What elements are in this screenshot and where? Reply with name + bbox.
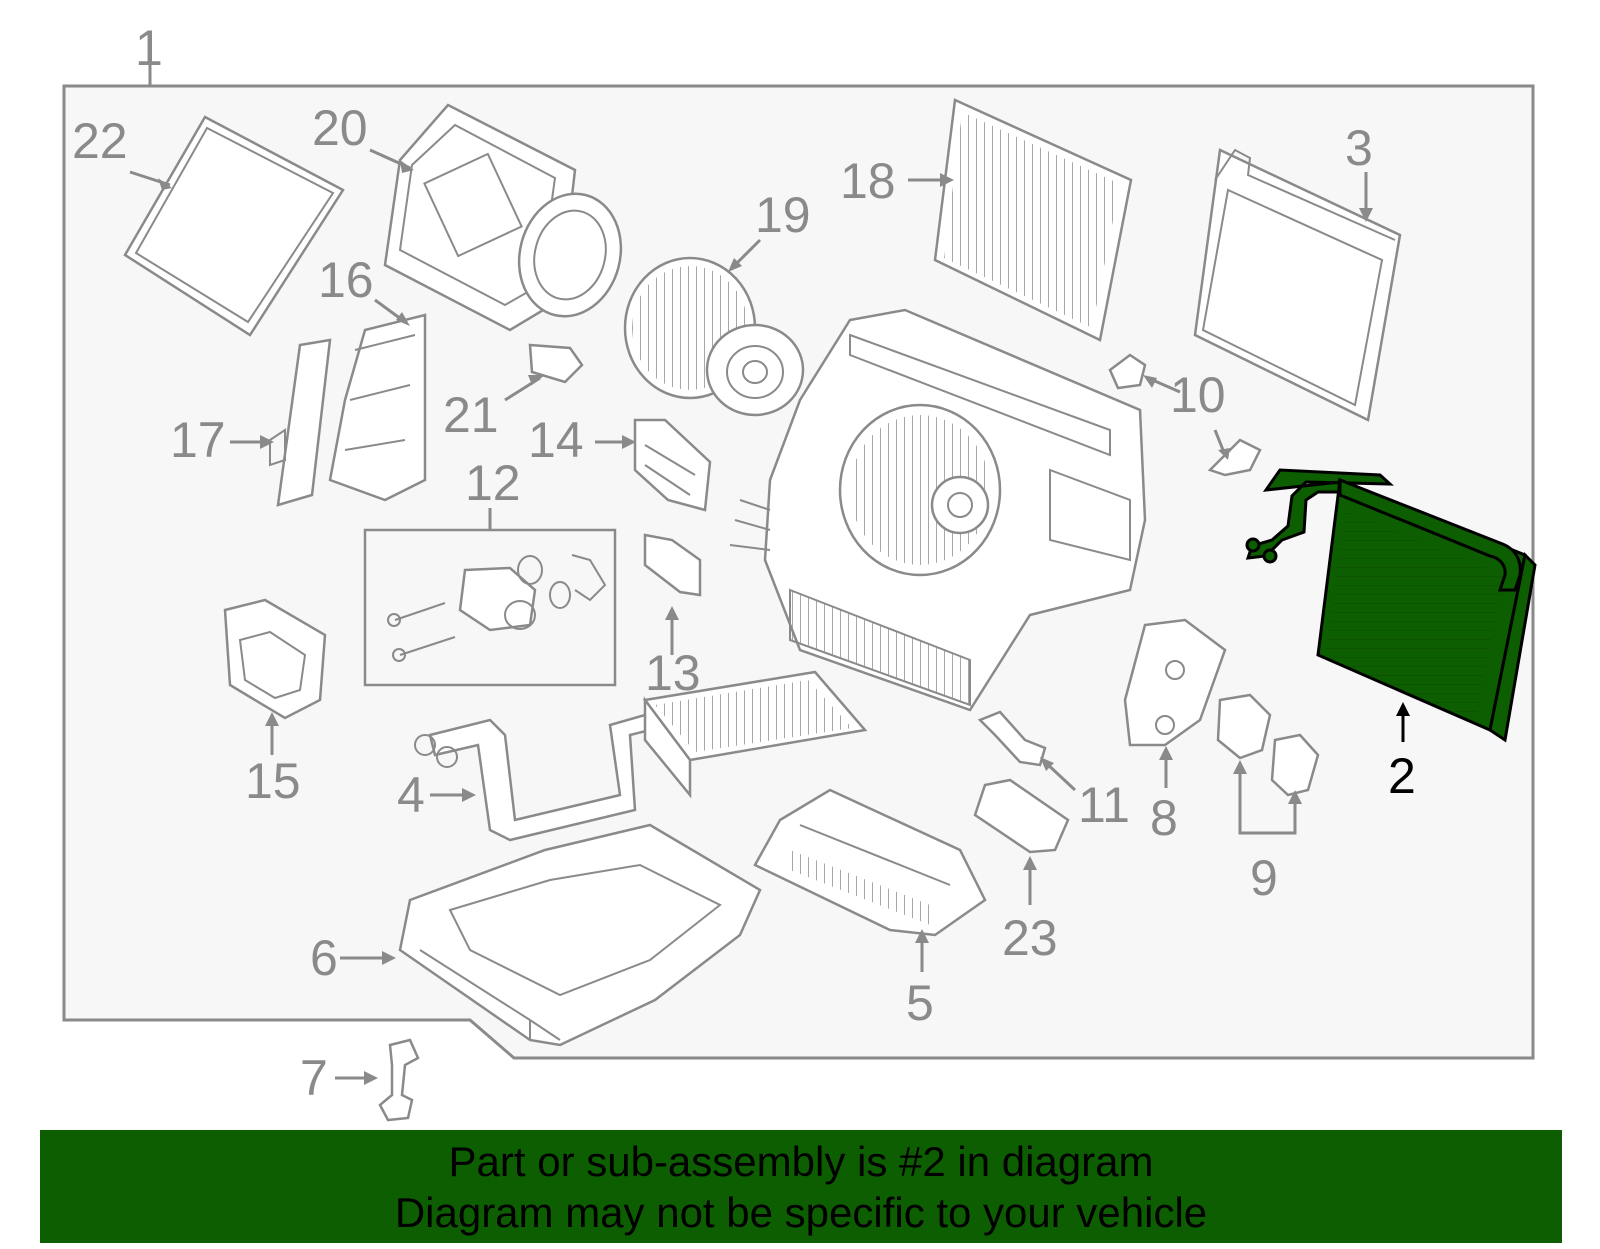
part-19-blower-motor bbox=[623, 256, 805, 417]
leader-lines bbox=[129, 148, 1410, 1085]
part-2-evaporator-highlighted bbox=[1245, 468, 1537, 743]
callout-14: 14 bbox=[528, 412, 584, 468]
part-6-bottom-case bbox=[398, 823, 762, 1047]
part-23-control-module bbox=[973, 778, 1070, 854]
callout-10: 10 bbox=[1170, 367, 1226, 423]
hvac-main-case bbox=[729, 308, 1147, 712]
part-9-actuators bbox=[1216, 693, 1320, 835]
callout-5: 5 bbox=[906, 975, 934, 1031]
callout-12: 12 bbox=[465, 455, 521, 511]
part-21-resistor bbox=[528, 343, 584, 384]
part-20-blower-housing bbox=[383, 103, 623, 332]
banner-line-disclaimer: Diagram may not be specific to your vehi… bbox=[394, 1189, 1208, 1236]
part-13-seal bbox=[643, 533, 702, 597]
callout-6: 6 bbox=[310, 930, 338, 986]
callout-18: 18 bbox=[840, 153, 896, 209]
banner-line-part: Part or sub-assembly is #2 in diagram bbox=[448, 1138, 1154, 1185]
callout-1: 1 bbox=[135, 20, 163, 76]
callout-23: 23 bbox=[1002, 910, 1058, 966]
callout-2: 2 bbox=[1388, 748, 1416, 804]
callout-9: 9 bbox=[1250, 850, 1278, 906]
part-info-banner: Part or sub-assembly is #2 in diagram Di… bbox=[40, 1130, 1562, 1243]
callout-20: 20 bbox=[312, 100, 368, 156]
callout-11: 11 bbox=[1078, 777, 1130, 833]
callout-4: 4 bbox=[397, 767, 425, 823]
callout-17: 17 bbox=[170, 412, 226, 468]
callout-16: 16 bbox=[318, 252, 374, 308]
part-16-bracket bbox=[328, 313, 427, 502]
callout-19: 19 bbox=[755, 187, 811, 243]
callout-21: 21 bbox=[443, 387, 499, 443]
part-18-pollen-filter bbox=[933, 98, 1133, 342]
part-14-bracket bbox=[633, 418, 712, 512]
part-17-door bbox=[269, 338, 332, 507]
callout-3: 3 bbox=[1345, 120, 1373, 176]
part-5-lower-case bbox=[753, 788, 987, 937]
callout-13: 13 bbox=[645, 645, 701, 701]
part-3-core bbox=[1193, 148, 1402, 422]
part-4-heater-core bbox=[414, 670, 868, 842]
part-8-mode-actuator bbox=[1123, 618, 1227, 747]
part-15-actuator bbox=[223, 598, 327, 720]
part-11-sensor bbox=[977, 710, 1047, 767]
callout-7: 7 bbox=[300, 1050, 328, 1106]
callout-8: 8 bbox=[1150, 790, 1178, 846]
callout-22: 22 bbox=[72, 113, 128, 169]
part-7-drain-fitting bbox=[378, 1038, 420, 1122]
part-22-cabin-filter bbox=[123, 115, 345, 337]
callout-15: 15 bbox=[245, 753, 301, 809]
part-10-sensors bbox=[1108, 353, 1262, 477]
part-12-expansion-valve-kit bbox=[363, 528, 617, 687]
